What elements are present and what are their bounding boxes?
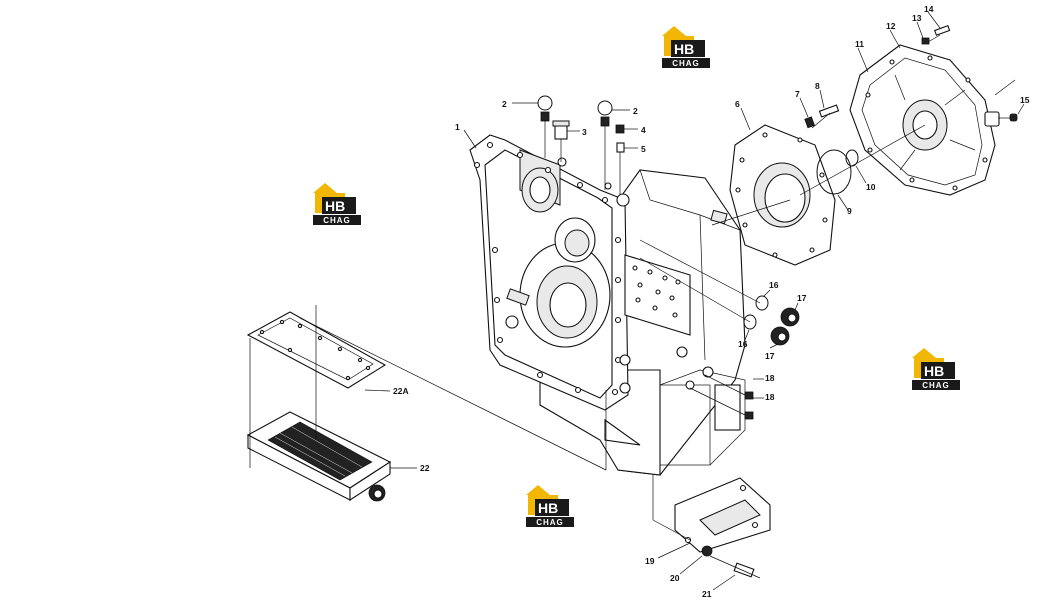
bolt xyxy=(804,104,840,129)
bell-housing xyxy=(849,44,1000,196)
callout-19: 19 xyxy=(645,556,655,566)
callout-16: 16 xyxy=(738,339,748,349)
callout-3: 3 xyxy=(582,127,587,137)
watermark-logo: CHAG xyxy=(912,348,960,390)
watermark-text: CHAG xyxy=(922,381,950,390)
callout-8: 8 xyxy=(815,81,820,91)
watermark-logo: CHAG xyxy=(526,485,574,527)
callout-7: 7 xyxy=(795,89,800,99)
hydraulic-fitting xyxy=(770,326,790,346)
o-ring xyxy=(743,314,757,330)
watermark-text: CHAG xyxy=(536,518,564,527)
pin xyxy=(733,562,755,578)
callout-11: 11 xyxy=(855,39,864,49)
eye-bolt xyxy=(537,95,553,122)
callout-18: 18 xyxy=(765,392,775,402)
callout-6: 6 xyxy=(735,99,740,109)
plug xyxy=(921,37,930,45)
breather-fitting xyxy=(552,120,570,140)
transmission-housing xyxy=(469,134,746,476)
bolt xyxy=(934,25,951,36)
callout-16: 16 xyxy=(769,280,779,290)
bolt xyxy=(744,411,754,420)
leader-lines xyxy=(364,11,1025,591)
callout-21: 21 xyxy=(702,589,712,599)
assembly-line xyxy=(249,34,1016,579)
o-ring xyxy=(816,149,852,195)
mounting-block xyxy=(714,384,741,431)
callout-2: 2 xyxy=(633,106,638,116)
callout-labels: 1 2 2 3 4 5 6 7 8 9 10 11 12 13 14 15 16… xyxy=(393,4,1030,599)
oil-pan-gasket xyxy=(246,311,387,389)
callout-17: 17 xyxy=(765,351,775,361)
plug xyxy=(615,124,625,134)
callout-17: 17 xyxy=(797,293,807,303)
oil-pan xyxy=(246,411,392,502)
callout-13: 13 xyxy=(912,13,922,23)
watermark-text: CHAG xyxy=(672,59,700,68)
callout-2: 2 xyxy=(502,99,507,109)
callout-4: 4 xyxy=(641,125,646,135)
bolt xyxy=(744,391,754,400)
callout-20: 20 xyxy=(670,573,680,583)
callout-14: 14 xyxy=(924,4,934,14)
adapter-plate xyxy=(710,124,836,266)
mounting-bracket xyxy=(674,477,771,553)
eye-bolt xyxy=(597,100,613,127)
callout-5: 5 xyxy=(641,144,646,154)
watermark-logo: CHAG xyxy=(662,26,710,68)
bushing xyxy=(701,545,713,557)
callout-22: 22 xyxy=(420,463,430,473)
callout-1: 1 xyxy=(455,122,460,132)
callout-10: 10 xyxy=(866,182,876,192)
callout-22a: 22A xyxy=(393,386,409,396)
callout-18: 18 xyxy=(765,373,775,383)
plug xyxy=(1009,113,1018,122)
watermark-logo: CHAG xyxy=(313,183,361,225)
o-ring xyxy=(755,295,769,311)
callout-15: 15 xyxy=(1020,95,1030,105)
hydraulic-fitting xyxy=(780,307,800,327)
callout-9: 9 xyxy=(847,206,852,216)
callout-12: 12 xyxy=(886,21,896,31)
watermark-text: CHAG xyxy=(323,216,351,225)
plug xyxy=(616,142,625,153)
